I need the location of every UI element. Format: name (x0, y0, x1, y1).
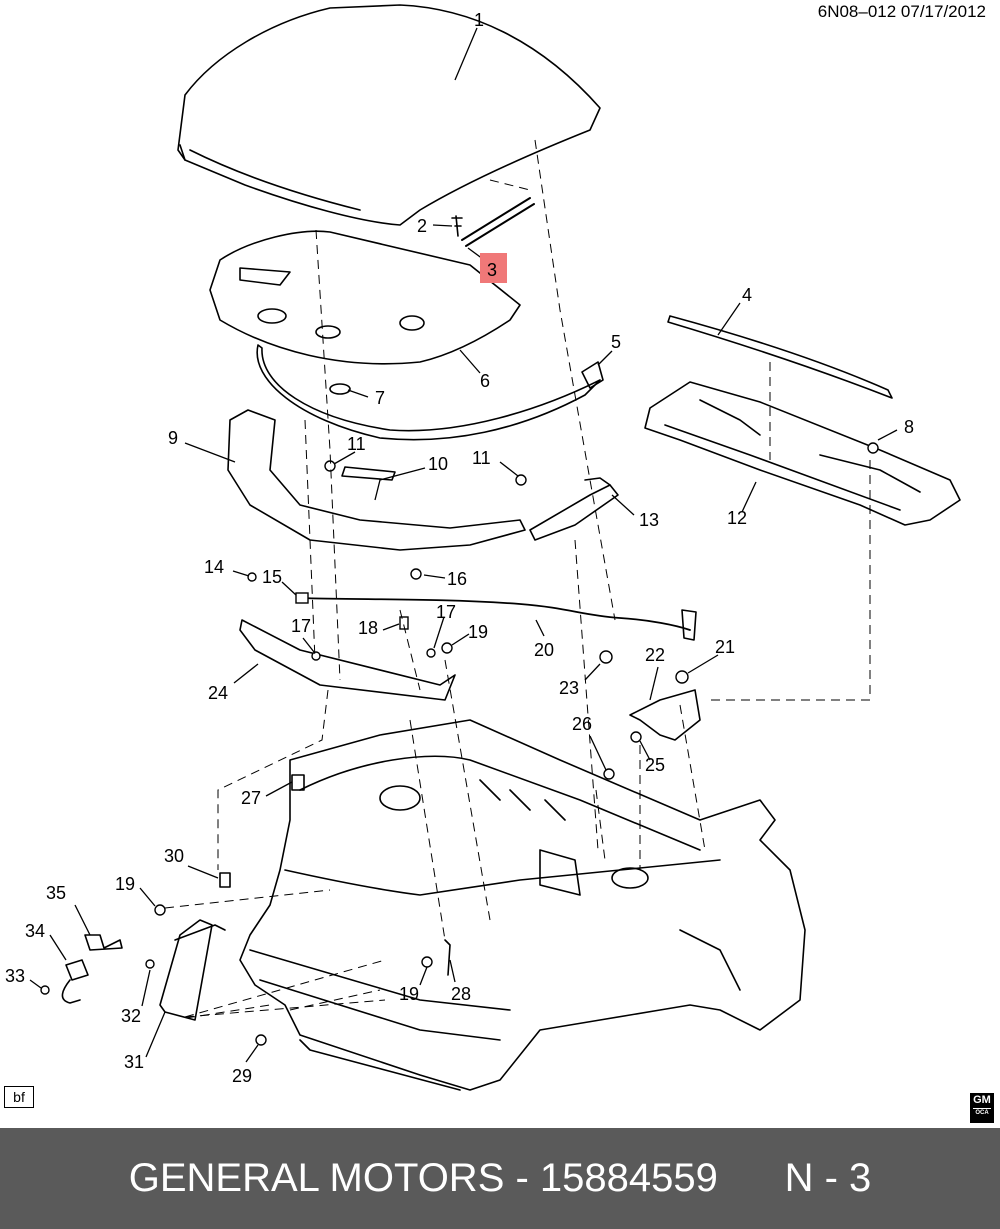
callout-2: 2 (417, 216, 427, 236)
footer-bar: GENERAL MOTORS - 15884559 N - 3 (0, 1128, 1000, 1229)
callout-11-left: 11 (347, 434, 366, 454)
callout-24: 24 (208, 683, 228, 703)
callout-14: 14 (204, 557, 224, 577)
callout-19-bottom: 19 (399, 984, 419, 1004)
fastener-11a (324, 460, 336, 472)
callout-15: 15 (262, 567, 282, 587)
cowl-weatherstrip (667, 315, 893, 399)
view-badge: bf (4, 1086, 34, 1108)
callout-17-right: 17 (436, 602, 456, 622)
callout-3: 3 (487, 260, 497, 280)
callout-6: 6 (480, 371, 490, 391)
fastener-32 (145, 959, 155, 969)
hood-insulator (209, 230, 521, 365)
callout-17-left: 17 (291, 616, 311, 636)
sensor-bracket (84, 934, 123, 951)
fastener-26 (603, 768, 615, 780)
gm-logo-text: GM (973, 1094, 991, 1106)
callout-10: 10 (428, 454, 448, 474)
diagram-code-date: 6N08–012 07/17/2012 (817, 2, 986, 21)
fastener-14 (247, 572, 257, 582)
fastener-33 (40, 985, 50, 995)
fastener-21 (675, 670, 689, 684)
air-deflector (159, 919, 213, 1021)
cowl-vent-panel (644, 381, 961, 526)
fastener-23 (599, 650, 613, 664)
callout-11-right: 11 (472, 448, 491, 468)
fastener-19b (154, 904, 166, 916)
callout-12: 12 (727, 508, 747, 528)
hood-seal-clip (581, 361, 604, 389)
fastener-17b (426, 648, 436, 658)
callout-35: 35 (46, 883, 66, 903)
fastener-11b (515, 474, 527, 486)
callout-22: 22 (645, 645, 665, 665)
footer-part-number: GENERAL MOTORS - 15884559 N - 3 (128, 1156, 872, 1200)
fastener-25 (630, 731, 642, 743)
hood-label (341, 466, 396, 481)
gm-logo-subtext: OCA (973, 1108, 991, 1117)
fastener-17a (311, 651, 321, 661)
fastener-29 (255, 1034, 267, 1046)
front-end-structure (239, 719, 806, 1091)
hood-seal (256, 344, 601, 441)
callout-21: 21 (715, 637, 735, 657)
hood-strut (461, 197, 535, 247)
callout-7: 7 (375, 388, 385, 408)
exploded-parts-diagram: 1 2 3 4 5 6 7 8 9 10 11 11 12 13 14 15 1… (5, 4, 961, 1091)
callout-27: 27 (241, 788, 261, 808)
hood-stop-bolt (451, 215, 463, 237)
callout-16: 16 (447, 569, 467, 589)
gm-logo: GM OCA (970, 1093, 994, 1123)
callout-9: 9 (168, 428, 178, 448)
callout-28: 28 (451, 984, 471, 1004)
hood-release-bracket (629, 689, 701, 741)
front-air-baffle (227, 409, 526, 551)
hood-panel (177, 4, 601, 226)
hood-lock-hook (444, 939, 451, 976)
callout-26: 26 (572, 714, 592, 734)
callout-33: 33 (5, 966, 25, 986)
callout-highlight (480, 253, 507, 283)
callout-30: 30 (164, 846, 184, 866)
fastener-19a (441, 642, 453, 654)
callout-29: 29 (232, 1066, 252, 1086)
callout-13: 13 (639, 510, 659, 530)
hood-bumper-stop (291, 774, 305, 791)
fastener-19c (421, 956, 433, 968)
fastener-16 (410, 568, 422, 580)
callout-31: 31 (124, 1052, 144, 1072)
callout-labels: 1 2 3 4 5 6 7 8 9 10 11 11 12 13 14 15 1… (5, 10, 914, 1086)
callout-32: 32 (121, 1006, 141, 1026)
front-latch-panel (239, 619, 456, 701)
callout-8: 8 (904, 417, 914, 437)
hood-release-cable (299, 597, 691, 631)
hood-latch-bracket (529, 484, 619, 541)
fastener-18 (399, 616, 409, 630)
callout-4: 4 (742, 285, 752, 305)
callout-19-left: 19 (115, 874, 135, 894)
callout-34: 34 (25, 921, 45, 941)
callout-23: 23 (559, 678, 579, 698)
callout-1: 1 (474, 10, 484, 30)
callout-5: 5 (611, 332, 621, 352)
callout-20: 20 (534, 640, 554, 660)
ambient-air-sensor (65, 959, 89, 981)
callout-19-top: 19 (468, 622, 488, 642)
callout-25: 25 (645, 755, 665, 775)
fastener-15 (295, 592, 309, 604)
fastener-8 (867, 442, 879, 454)
deflector-clip (219, 872, 231, 888)
callout-18: 18 (358, 618, 378, 638)
